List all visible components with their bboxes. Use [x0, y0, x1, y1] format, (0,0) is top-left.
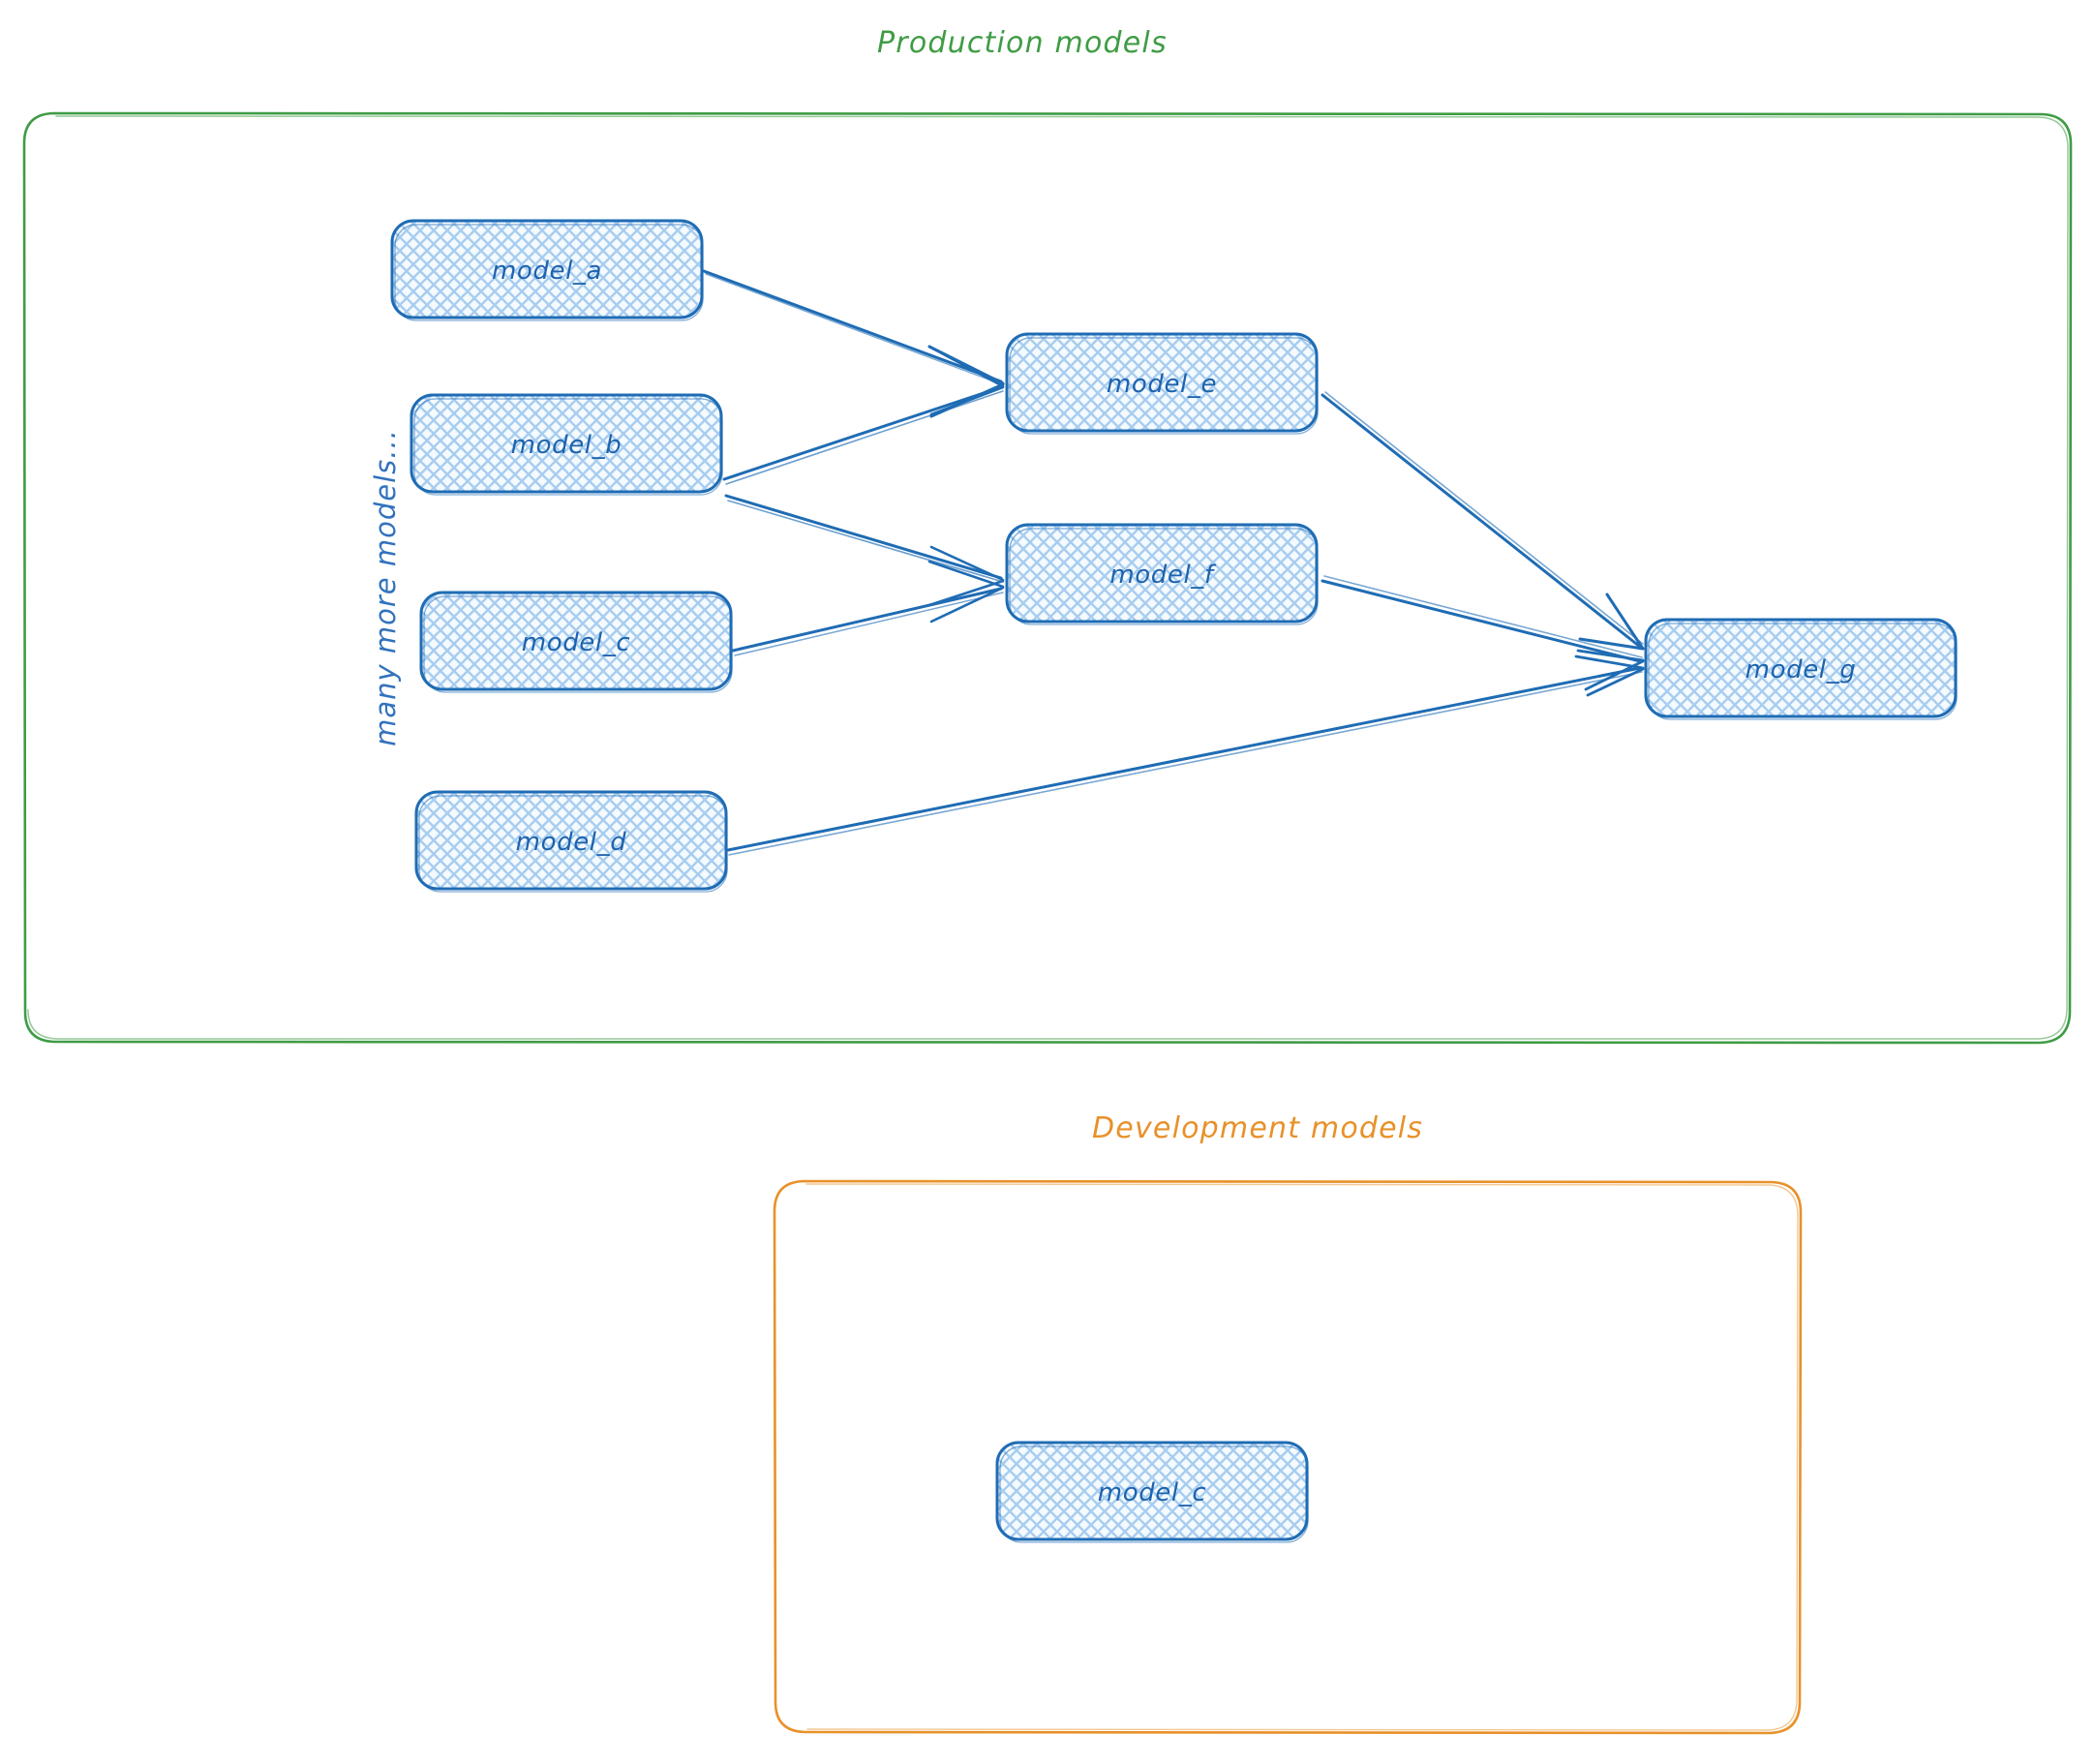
- edge-model_b-model_f: [724, 494, 1005, 607]
- edge-model_c-model_f: [731, 560, 1005, 656]
- edge-model_e-model_g: [1321, 391, 1645, 651]
- edge-model_b-model_e: [722, 345, 1005, 485]
- node-model_e[interactable]: [1005, 332, 1319, 435]
- edge-model_f-model_g: [1321, 575, 1645, 691]
- node-model_c[interactable]: [419, 591, 733, 693]
- node-model_d[interactable]: [414, 790, 728, 893]
- group-container-development: [773, 1179, 1803, 1735]
- node-layer: [390, 219, 1958, 1543]
- node-model_a[interactable]: [390, 219, 704, 321]
- node-model_b[interactable]: [410, 393, 723, 496]
- edge-model_a-model_e: [702, 269, 1005, 418]
- edge-model_d-model_g: [726, 654, 1645, 856]
- annotation-many-more-models: many more models...: [369, 429, 402, 746]
- node-model_g[interactable]: [1644, 618, 1958, 720]
- node-model_f[interactable]: [1005, 523, 1319, 625]
- group-title-production: Production models: [877, 26, 1168, 60]
- node-dev-model_c[interactable]: [995, 1441, 1309, 1543]
- edge-layer: [702, 269, 1645, 856]
- group-container-production: [22, 111, 2073, 1045]
- group-title-development: Development models: [1092, 1111, 1424, 1145]
